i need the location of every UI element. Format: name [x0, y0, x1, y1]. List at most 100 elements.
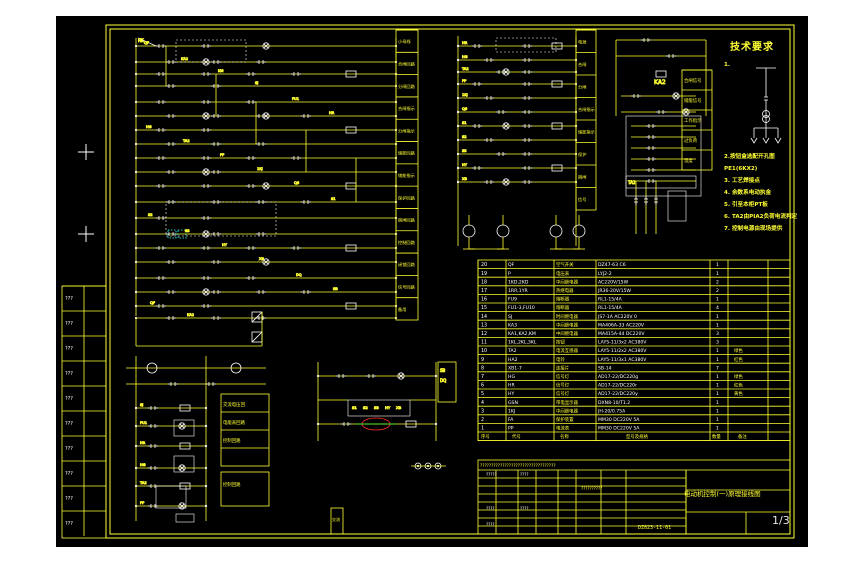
parts-qty: 7 — [716, 365, 719, 371]
parts-no: 2 — [481, 417, 484, 423]
parts-note: 红色 — [734, 356, 743, 363]
parts-qty: 1 — [716, 297, 719, 303]
parts-note: 绿色 — [734, 373, 743, 380]
drawing-code: DZ023-11-01 — [638, 525, 672, 531]
parts-qty: 2 — [716, 279, 719, 285]
drawing-title: 电动机控制(一)原理接线图 — [684, 490, 761, 498]
parts-spec: JR36-20V/15W — [597, 288, 631, 294]
margin-cell-text: ??? — [65, 346, 73, 352]
component-tag: TA2 — [627, 180, 636, 185]
parts-spec: SB-14 — [598, 365, 612, 371]
component-tag: S2 — [363, 405, 368, 410]
parts-no: 18 — [481, 279, 487, 285]
tech-heading: 技术要求 — [730, 42, 774, 53]
parts-no: 16 — [481, 297, 487, 303]
margin-cell-text: ??? — [65, 371, 73, 377]
parts-no: 9 — [481, 357, 484, 363]
parts-name: 中间继电器 — [556, 321, 579, 328]
tech-requirement-item: 3. 工艺焊接点 — [724, 176, 760, 184]
component-tag: FU1 — [140, 421, 147, 425]
function-label: 控制回路 — [398, 239, 416, 246]
parts-name: 带电显示器 — [556, 399, 579, 406]
parts-qty: 1 — [716, 322, 719, 328]
parts-name: 时间继电器 — [556, 313, 579, 320]
component-tag: XB — [396, 405, 402, 410]
component-tag: HR — [329, 111, 335, 115]
function-label-strip-left: 小母线合闸回路分闸回路合闸指示分闸指示储能回路储能指示保护回路跳闸回路控制回路闭… — [395, 29, 419, 321]
box-label: 交流 — [332, 516, 340, 522]
component-tag: HR — [140, 441, 146, 445]
parts-no: 13 — [481, 322, 487, 328]
function-label: 分闸指示 — [398, 127, 415, 134]
box-label: 控制回路 — [223, 437, 241, 444]
function-label: 电源 — [578, 38, 587, 45]
parts-note: 绿色 — [734, 347, 743, 354]
margin-cell-text: ??? — [65, 321, 73, 327]
parts-qty: 4 — [716, 305, 719, 311]
component-tag: PP — [140, 501, 145, 505]
parts-code: 1KD,2KD — [508, 279, 529, 285]
function-label: 合闸回路 — [398, 60, 416, 67]
parts-qty: 1 — [716, 408, 719, 414]
box-label: 交流电压回 — [223, 401, 246, 408]
outer-frame — [105, 24, 795, 539]
parts-qty: 1 — [716, 271, 719, 277]
parts-code: PP — [508, 426, 514, 432]
parts-name: 信号灯 — [556, 382, 570, 389]
parts-spec: AD17-22/DC220r — [598, 383, 637, 389]
component-tag: KA2 — [181, 57, 188, 61]
component-tag: HR — [462, 41, 468, 45]
title-cell: ????? — [486, 472, 497, 477]
parts-spec: LYJ2-2 — [598, 271, 612, 277]
component-tag: KA2 — [654, 79, 666, 86]
parts-name: 电流互感器 — [556, 347, 579, 354]
component-tag: TA2 — [139, 481, 147, 485]
box-label: SB — [440, 368, 446, 373]
parts-qty: 1 — [716, 426, 719, 432]
parts-no: 19 — [481, 271, 487, 277]
parts-code: SJ — [508, 314, 512, 320]
parts-spec: DZ47-63 C6 — [598, 262, 626, 268]
component-tag: KM — [218, 69, 223, 73]
tech-requirement-item: 5. 引至本柜PT板 — [724, 200, 768, 208]
parts-no: 3 — [481, 408, 484, 414]
parts-note: 黄色 — [734, 390, 743, 397]
signal-label: 储能信号 — [684, 97, 702, 104]
parts-spec: LAY5-11/3x2 AC380V — [598, 340, 647, 346]
function-label: 合闸指示 — [578, 106, 595, 113]
margin-cell-text: ??? — [65, 421, 73, 427]
parts-no: 6 — [481, 383, 484, 389]
parts-qty: 1 — [716, 383, 719, 389]
title-cell: ???? — [520, 506, 529, 511]
left-margin-rows: ?????????????????????????????? — [62, 285, 106, 536]
component-tag: QS — [462, 107, 468, 111]
binding-marks — [78, 144, 94, 242]
function-label: 保护回路 — [398, 194, 416, 201]
component-tag: S2 — [148, 213, 153, 217]
function-label: 分闸 — [578, 83, 586, 90]
parts-code: FU1-3,FU10 — [508, 305, 535, 311]
function-label: 储能指示 — [398, 172, 415, 179]
parts-header: 名称 — [560, 433, 569, 440]
tech-requirement-item: 4. 余数系电动执金 — [724, 188, 772, 196]
function-label: 备用 — [398, 306, 406, 313]
parts-spec: RL1-15/4A — [598, 297, 623, 303]
parts-spec: LAY5-11/2x2 AC380V — [598, 348, 647, 354]
parts-header: 代号 — [512, 433, 521, 440]
function-label: 合闸 — [578, 61, 586, 68]
component-tag: TA2 — [182, 139, 190, 143]
parts-no: 5 — [481, 391, 484, 397]
component-tag: DQ — [296, 273, 302, 277]
component-tag: S3 — [462, 149, 467, 153]
parts-header: 备注 — [738, 433, 747, 440]
margin-cell-text: ??? — [65, 471, 73, 477]
parts-code: HR — [508, 383, 515, 389]
parts-name: 连接片 — [556, 364, 569, 371]
title-cell: ???? — [520, 472, 529, 477]
parts-code: P — [508, 271, 511, 277]
parts-qty: 2 — [716, 288, 719, 294]
parts-name: 按钮 — [556, 339, 565, 346]
